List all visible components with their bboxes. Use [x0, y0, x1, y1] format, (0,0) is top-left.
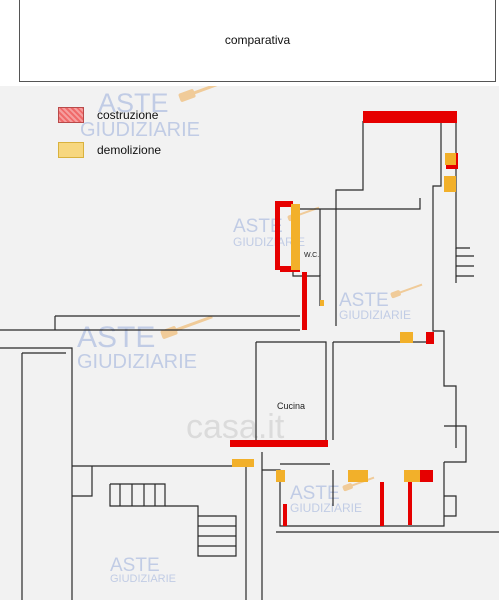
- construction-wall: [363, 111, 457, 123]
- watermark-aste: ASTE: [110, 555, 160, 576]
- watermark-casa: casa.it: [186, 408, 285, 446]
- watermark-giudiziarie: GIUDIZIARIE: [233, 235, 305, 249]
- watermark-aste: ASTE: [233, 216, 283, 237]
- gavel-icon: [390, 283, 423, 299]
- demolition-wall: [444, 176, 456, 192]
- watermark-aste: ASTE: [290, 483, 340, 504]
- watermark-group: ASTE GIUDIZIARIE ASTE GIUDIZIARIE ASTE G…: [77, 86, 423, 585]
- construction-wall: [275, 201, 293, 207]
- demolition-marks: [232, 153, 456, 482]
- demolition-wall: [276, 470, 285, 482]
- legend-label-construction: costruzione: [97, 108, 159, 122]
- construction-wall: [380, 482, 384, 526]
- room-label-wc: W.C.: [304, 252, 319, 259]
- floor-plan: ASTE GIUDIZIARIE ASTE GIUDIZIARIE ASTE G…: [0, 86, 499, 600]
- demolition-wall: [445, 153, 456, 165]
- demolition-wall: [404, 470, 420, 482]
- legend-label-demolition: demolizione: [97, 143, 162, 157]
- watermark-giudiziarie: GIUDIZIARIE: [80, 119, 200, 141]
- header-box: comparativa: [19, 0, 496, 82]
- legend-construction: costruzione: [58, 107, 158, 123]
- watermark-giudiziarie: GIUDIZIARIE: [339, 308, 411, 322]
- demolition-wall: [400, 332, 413, 343]
- demolition-swatch: [58, 142, 84, 158]
- walls: [0, 120, 499, 600]
- construction-wall: [302, 272, 307, 330]
- demolition-wall: [348, 470, 368, 482]
- drawing-title: comparativa: [224, 33, 291, 47]
- construction-swatch: [58, 107, 84, 123]
- watermark-aste: ASTE: [77, 321, 155, 354]
- demolition-wall: [291, 204, 300, 270]
- gavel-icon: [178, 86, 231, 102]
- floor-plan-drawing: ASTE GIUDIZIARIE ASTE GIUDIZIARIE ASTE G…: [0, 86, 499, 600]
- legend-demolition: demolizione: [58, 142, 161, 158]
- construction-wall: [230, 440, 328, 447]
- watermark-giudiziarie: GIUDIZIARIE: [110, 573, 176, 585]
- construction-wall: [275, 204, 280, 270]
- construction-wall: [408, 470, 412, 525]
- watermark-aste: ASTE: [339, 290, 389, 311]
- demolition-wall: [320, 300, 324, 306]
- construction-wall: [420, 470, 433, 482]
- watermark-giudiziarie: GIUDIZIARIE: [290, 501, 362, 515]
- construction-wall: [283, 504, 287, 526]
- construction-wall: [280, 266, 300, 272]
- construction-wall: [426, 332, 434, 344]
- room-label-kitchen: Cucina: [277, 401, 305, 411]
- watermark-aste: ASTE: [98, 88, 169, 118]
- demolition-wall: [232, 459, 254, 467]
- watermark-giudiziarie: GIUDIZIARIE: [77, 351, 197, 373]
- gavel-icon: [160, 315, 213, 339]
